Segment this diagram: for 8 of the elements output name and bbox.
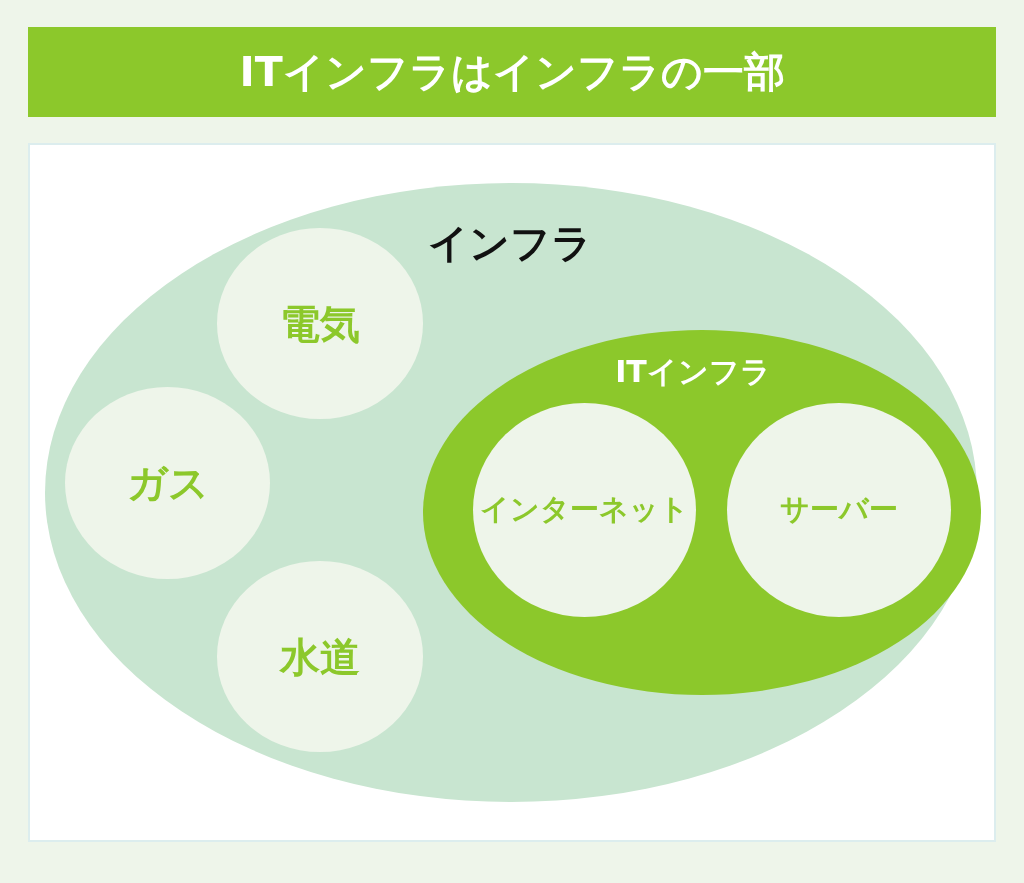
circle-label: 電気 [280,300,360,347]
ellipse-label: インフラ [428,220,592,266]
circle-label: 水道 [280,633,360,680]
ellipse-label: ITインフラ [615,354,771,390]
circle-label: サーバー [780,493,898,527]
title-banner: ITインフラはインフラの一部 [28,27,996,117]
circle-label: インターネット [480,493,689,527]
circle-label: ガス [126,460,209,506]
